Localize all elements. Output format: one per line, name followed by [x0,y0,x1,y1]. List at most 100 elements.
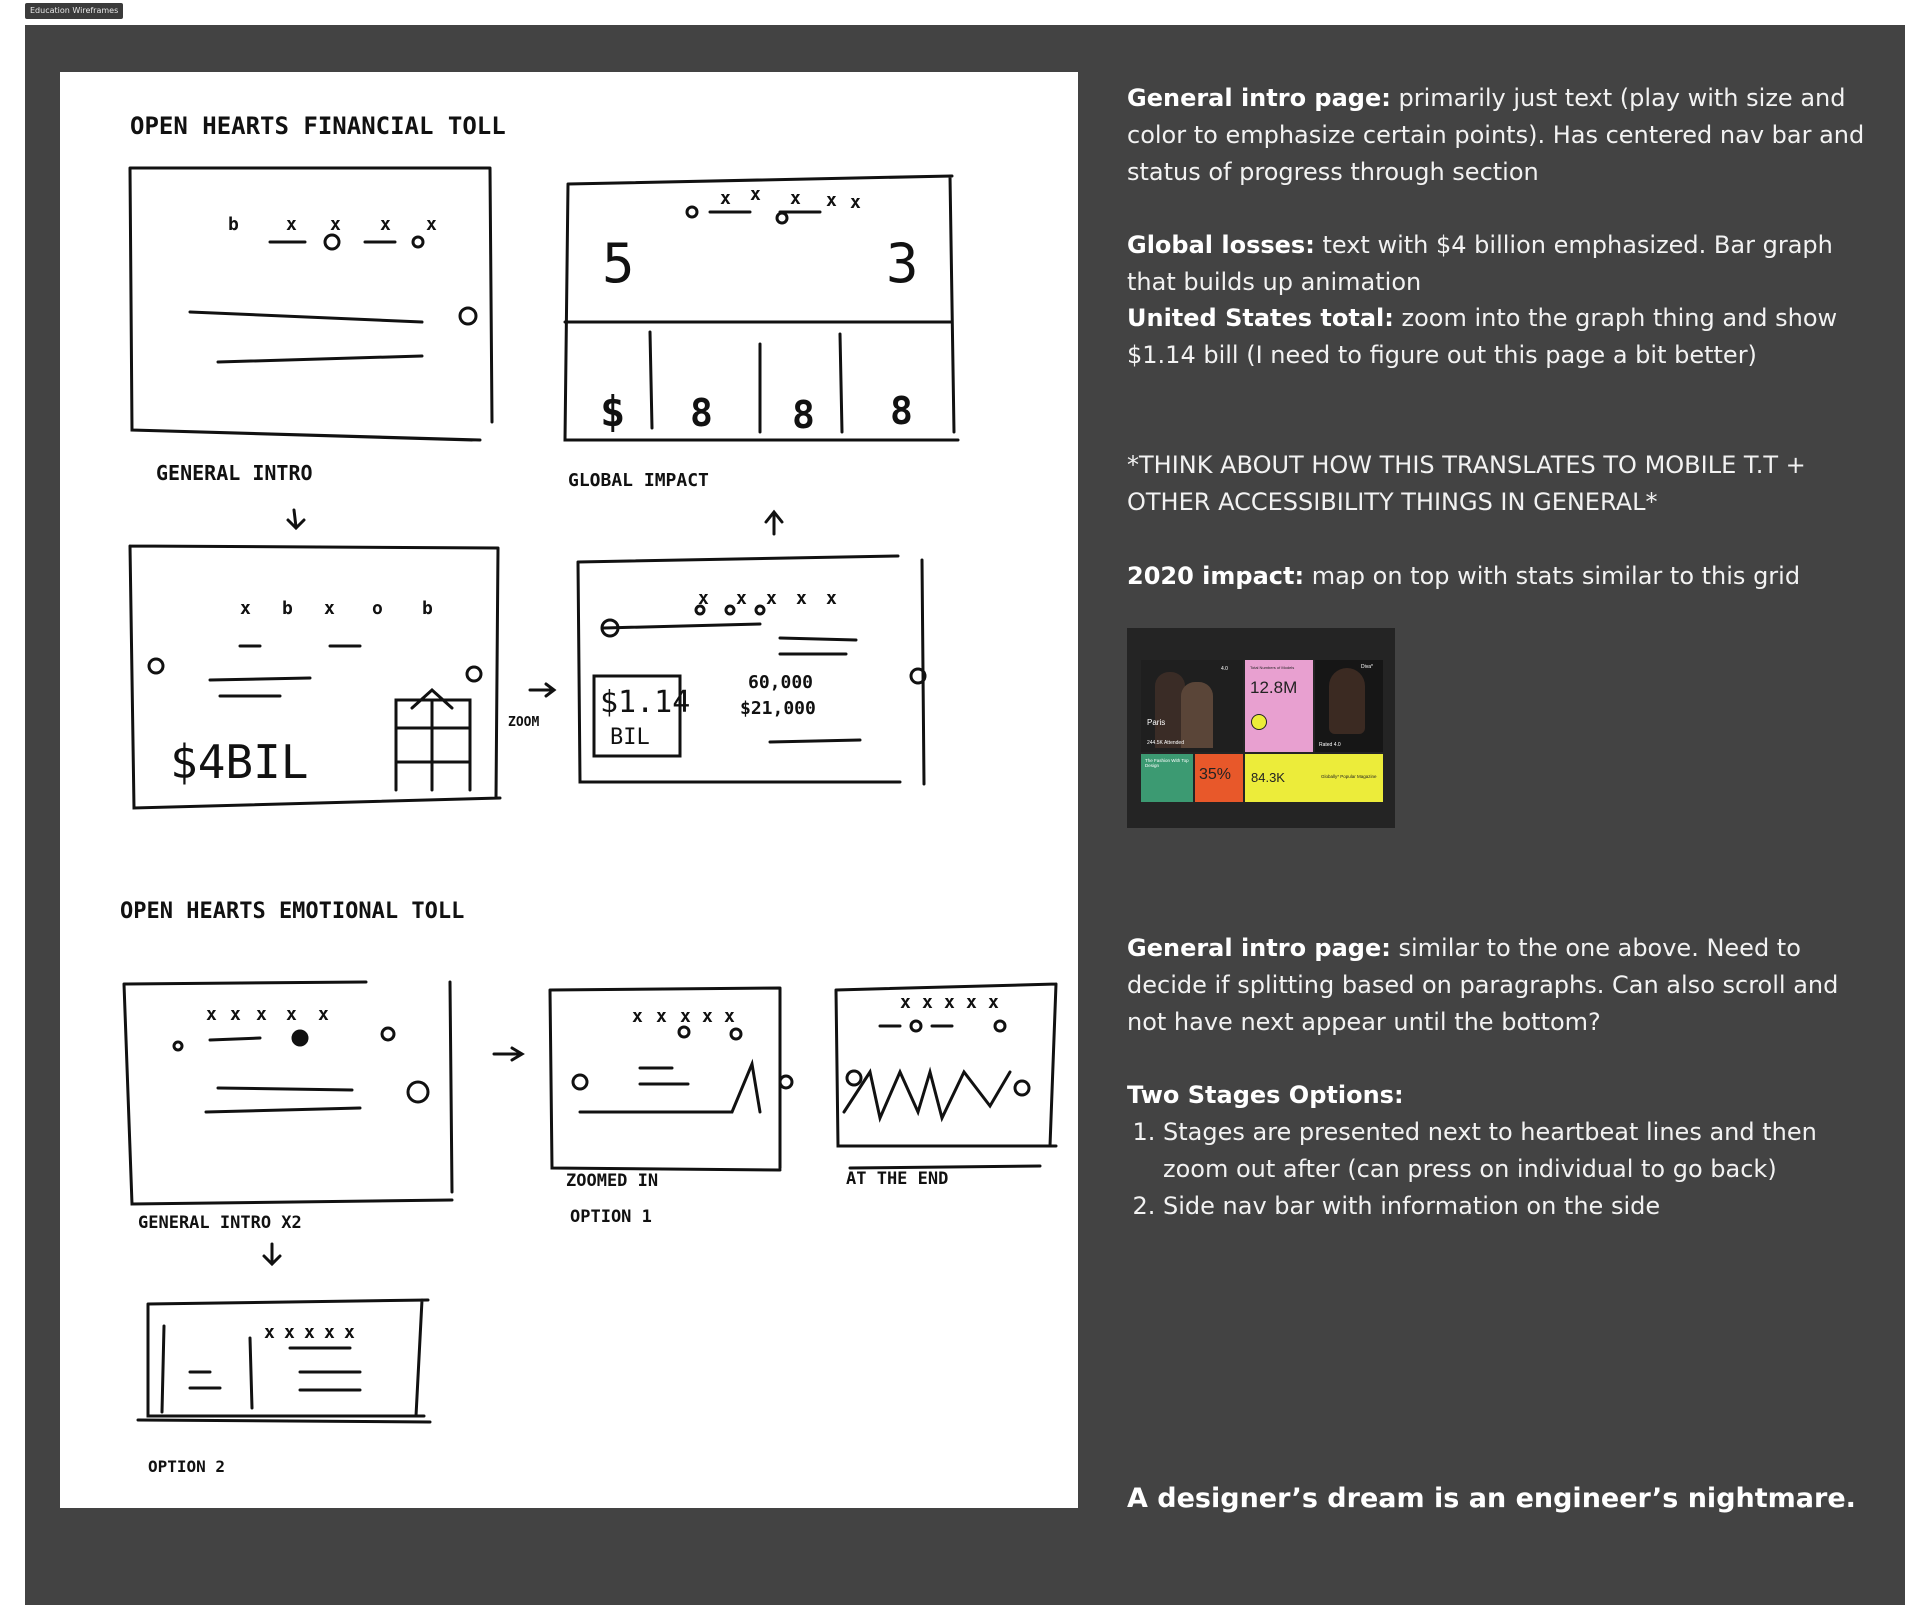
sketch-box-at-the-end [834,982,1058,1170]
sketch-box-general-intro [128,166,494,442]
person-silhouette-icon [1329,668,1365,734]
sketch-label-general-intro: GENERAL INTRO [156,461,313,485]
svg-text:x: x [724,1006,735,1027]
svg-text:x: x [698,588,709,609]
svg-text:x: x [766,588,777,609]
sketch-bil: BIL [610,725,650,750]
sketch-box-global-impact [563,174,960,442]
sketch-label-option-1: OPTION 1 [570,1207,652,1227]
svg-text:x: x [318,1004,329,1025]
thumb-rating: 4.0 [1221,666,1228,672]
svg-text:x: x [324,1322,335,1343]
sketch-label-at-the-end: AT THE END [846,1169,948,1189]
note-general-intro-2: General intro page: similar to the one a… [1127,934,1839,1036]
sketch-box-option-2 [136,1298,432,1424]
thumb-fashion: The Fashion With Top Design [1145,758,1189,768]
svg-text:x: x [922,992,933,1013]
svg-text:x: x [284,1322,295,1343]
thumb-rated: Rated 4.0 [1319,742,1341,748]
sketch-label-option-2: OPTION 2 [148,1457,225,1476]
sketch-emotional-title: OPEN HEARTS EMOTIONAL TOLL [120,899,464,924]
svg-text:$: $ [600,387,625,436]
svg-text:x: x [230,1004,241,1025]
svg-text:x: x [632,1006,643,1027]
svg-text:x: x [206,1004,217,1025]
thumb-yellow-cell: 84.3K Globally* Popular Magazine [1245,754,1383,802]
thumb-brand: Diva* [1361,664,1373,670]
svg-text:x: x [330,214,341,235]
sketch-label-global-impact: GLOBAL IMPACT [568,470,709,491]
sketch-drawing: OPEN HEARTS FINANCIAL TOLL GENERAL INTRO… [120,112,1058,1476]
svg-text:b: b [282,598,293,619]
svg-text:x: x [304,1322,315,1343]
thumb-total-label: Total Numbers of Models [1250,665,1295,670]
svg-text:x: x [750,184,761,205]
svg-text:x: x [944,992,955,1013]
thumb-pink-cell: Total Numbers of Models 12.8M [1245,660,1313,752]
sketch-box-emotional-intro [122,980,454,1206]
sketch-sixty-k: 60,000 [748,672,813,693]
svg-text:x: x [966,992,977,1013]
svg-text:x: x [720,188,731,209]
sketch-zoom-label: ZOOM [508,715,539,730]
svg-text:8: 8 [890,389,913,433]
svg-text:b: b [422,598,433,619]
thumb-count: 84.3K [1251,770,1285,785]
svg-text:x: x [286,214,297,235]
person-silhouette-icon [1181,682,1213,748]
svg-text:b: b [228,214,239,235]
frame-label[interactable]: Education Wireframes [25,3,124,19]
svg-text:x: x [796,588,807,609]
wireframe-sketch: OPEN HEARTS FINANCIAL TOLL GENERAL INTRO… [60,72,1078,1508]
svg-text:x: x [736,588,747,609]
sketch-twenty-one-k: $21,000 [740,698,816,719]
thumb-big-number: 12.8M [1250,678,1298,697]
note-global-losses: Global losses: text with $4 billion emph… [1127,231,1833,296]
sketch-four-bil: $4BIL [170,735,308,789]
sketch-label-general-intro-x2: GENERAL INTRO X2 [138,1213,302,1233]
note-two-stages: Two Stages Options: Stages are presented… [1127,1077,1867,1225]
note-us-total: United States total: zoom into the graph… [1127,304,1838,369]
smiley-icon [1251,714,1267,730]
svg-text:x: x [850,192,861,213]
sketch-box-four-bil [128,544,502,810]
svg-text:x: x [240,598,251,619]
svg-text:8: 8 [792,393,815,437]
thumb-attended: 244.5K Attended [1147,740,1184,746]
sketch-number-three: 3 [886,232,919,295]
svg-text:x: x [426,214,437,235]
svg-text:x: x [264,1322,275,1343]
svg-text:x: x [826,588,837,609]
sketch-number-five: 5 [602,232,635,295]
svg-text:x: x [988,992,999,1013]
svg-text:x: x [702,1006,713,1027]
svg-text:o: o [372,598,383,619]
thumb-percent: 35% [1199,766,1232,783]
note-2020-impact: 2020 impact: map on top with stats simil… [1127,562,1801,590]
reference-thumbnail: Paris 244.5K Attended 4.0 Total Numbers … [1127,628,1395,828]
svg-text:x: x [826,190,837,211]
svg-text:x: x [656,1006,667,1027]
svg-text:x: x [324,598,335,619]
svg-text:x: x [344,1322,355,1343]
svg-text:x: x [256,1004,267,1025]
svg-text:x: x [680,1006,691,1027]
list-item: Stages are presented next to heartbeat l… [1163,1114,1867,1188]
thumb-magazine: Globally* Popular Magazine [1321,774,1377,779]
thumb-city: Paris [1147,718,1166,727]
tagline: A designer’s dream is an engineer’s nigh… [1127,1483,1856,1514]
thumb-photo-cell: Paris 244.5K Attended 4.0 [1141,660,1243,752]
thumb-green-cell: The Fashion With Top Design [1141,754,1193,802]
person-silhouette-icon [1155,672,1185,748]
note-general-intro-1: General intro page: primarily just text … [1127,84,1865,186]
sketch-label-zoomed-in: ZOOMED IN [566,1171,658,1191]
sketch-one-fourteen: $1.14 [600,685,690,720]
list-item: Side nav bar with information on the sid… [1163,1188,1867,1225]
svg-text:x: x [790,188,801,209]
svg-text:x: x [380,214,391,235]
sketch-financial-title: OPEN HEARTS FINANCIAL TOLL [130,112,506,140]
svg-text:8: 8 [690,391,713,435]
svg-text:x: x [900,992,911,1013]
svg-text:x: x [286,1004,297,1025]
thumb-orange-cell: 35% [1195,754,1243,802]
